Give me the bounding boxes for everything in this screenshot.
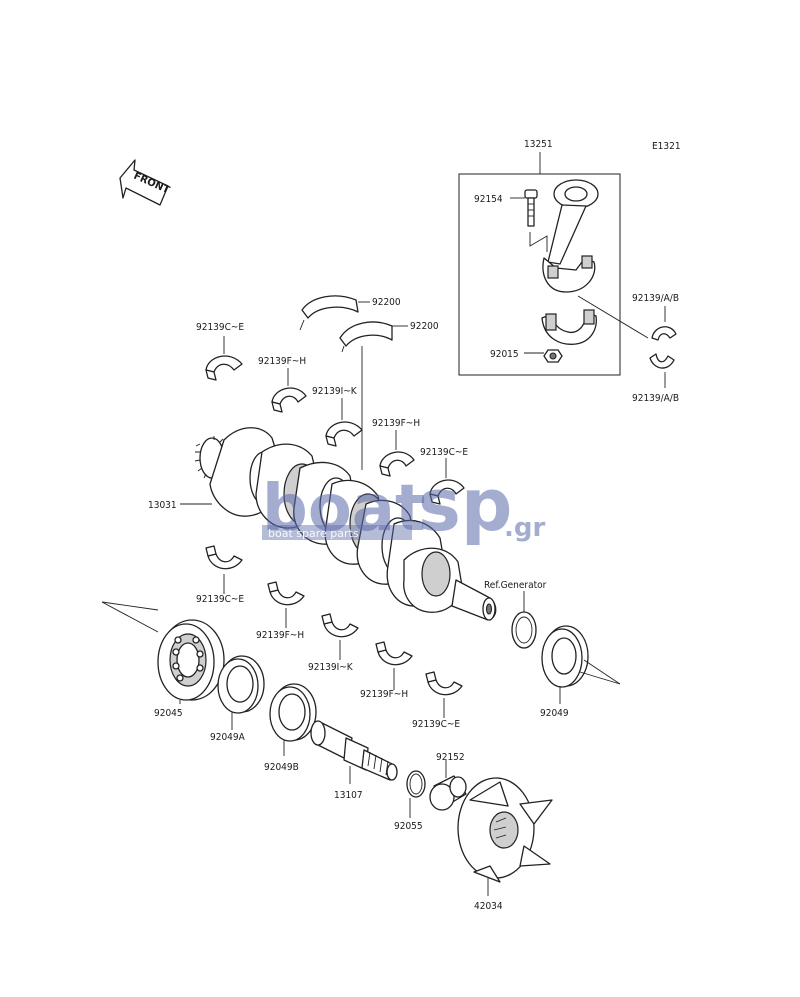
part-label-92200-2: 92200 [410, 321, 439, 332]
front-arrow-icon: FRONT [119, 159, 171, 206]
part-label-92139fh-4: 92139F~H [360, 689, 408, 700]
ref-generator-label: Ref.Generator [484, 580, 547, 591]
part-label-92049: 92049 [540, 708, 569, 719]
connecting-rod-assembly: 13251 92154 [458, 139, 649, 376]
part-label-42034: 42034 [474, 901, 503, 912]
part-label-92139ik-2: 92139I~K [308, 662, 354, 673]
conrod-bearing-lower [649, 353, 675, 369]
conrod-nut [543, 349, 563, 363]
part-label-92015: 92015 [490, 349, 519, 360]
o-ring [406, 770, 426, 798]
watermark-brand-main: boat [262, 472, 426, 546]
watermark-tagline: boat spare parts [268, 527, 359, 540]
main-bearing-upper-5 [429, 479, 465, 505]
watermark-brand-tld: .gr [504, 513, 545, 543]
part-label-92139ce-3: 92139C~E [196, 594, 244, 605]
main-bearing-lower-5 [425, 671, 463, 696]
part-label-92139ik-1: 92139I~K [312, 386, 358, 397]
part-label-92154: 92154 [474, 194, 503, 205]
part-label-92139fh-1: 92139F~H [258, 356, 306, 367]
main-bearing-upper-3 [325, 421, 363, 447]
part-label-92139fh-3: 92139F~H [256, 630, 304, 641]
main-bearing-lower-1 [205, 545, 243, 570]
main-bearing-upper-4 [379, 451, 415, 477]
part-label-92139ab-1: 92139/A/B [632, 293, 679, 304]
diagram-code: E1321 [652, 141, 681, 152]
watermark-brand-sp: sp [418, 463, 512, 547]
part-label-13107: 13107 [334, 790, 363, 801]
part-label-92139ce-4: 92139C~E [412, 719, 460, 730]
conrod-cap [541, 309, 597, 345]
coupler-shaft [310, 720, 398, 781]
part-label-92139ce-2: 92139C~E [420, 447, 468, 458]
part-label-92200-1: 92200 [372, 297, 401, 308]
part-label-92139fh-2: 92139F~H [372, 418, 420, 429]
coupling [457, 777, 553, 883]
main-bearing-lower-2 [267, 581, 305, 606]
thrust-washer-1 [299, 295, 359, 331]
conrod-bolt [524, 189, 538, 227]
watermark-logo: boat sp .gr boat spare parts [262, 463, 545, 547]
thrust-washer-2 [339, 321, 393, 353]
main-bearing-lower-4 [375, 641, 413, 666]
crankshaft [194, 427, 497, 621]
part-label-13031: 13031 [148, 500, 177, 511]
collar [429, 775, 467, 811]
part-label-92049a: 92049A [210, 732, 246, 743]
oil-seal-b [269, 683, 317, 742]
part-label-92139ab-2: 92139/A/B [632, 393, 679, 404]
part-label-13251: 13251 [524, 139, 553, 150]
part-label-92139ce-1: 92139C~E [196, 322, 244, 333]
part-label-92055: 92055 [394, 821, 423, 832]
ball-bearing [101, 601, 225, 701]
main-bearing-upper-1 [205, 355, 243, 381]
part-label-92049b: 92049B [264, 762, 299, 773]
conrod-bearing-upper [651, 326, 677, 341]
part-label-92152: 92152 [436, 752, 465, 763]
oil-seal-rear [511, 611, 621, 688]
main-bearing-lower-3 [321, 613, 359, 638]
main-bearing-upper-2 [271, 387, 307, 413]
connecting-rod [542, 179, 599, 293]
oil-seal-a [217, 655, 265, 714]
part-label-92045: 92045 [154, 708, 183, 719]
